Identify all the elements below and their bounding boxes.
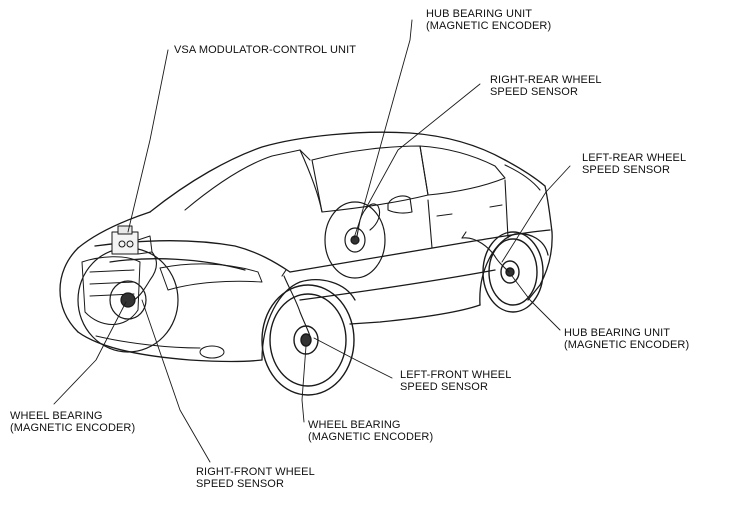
- label-hub-bearing-unit-top: HUB BEARING UNIT (MAGNETIC ENCODER): [426, 8, 551, 32]
- label-vsa-modulator-control-unit: VSA MODULATOR-CONTROL UNIT: [174, 44, 356, 56]
- car-windows: [184, 145, 541, 249]
- label-line: LEFT-FRONT WHEEL: [400, 369, 512, 381]
- label-line: VSA MODULATOR-CONTROL UNIT: [174, 44, 357, 56]
- vsa-modulator-unit: [111, 225, 153, 255]
- leader-left-rear-sensor: [501, 165, 571, 263]
- label-line: SPEED SENSOR: [582, 164, 671, 176]
- label-wheel-bearing-left-front: WHEEL BEARING (MAGNETIC ENCODER): [308, 419, 433, 443]
- wheel-right-rear: [324, 201, 386, 279]
- leader-hub-bearing-right: [511, 275, 561, 331]
- leader-lines: [53, 19, 571, 463]
- label-line: SPEED SENSOR: [400, 381, 489, 393]
- wheel-left-front: [261, 284, 355, 396]
- leader-left-front-sensor: [313, 337, 393, 379]
- label-line: HUB BEARING UNIT: [426, 8, 533, 20]
- label-line: RIGHT-FRONT WHEEL: [196, 466, 315, 478]
- label-line: SPEED SENSOR: [490, 86, 579, 98]
- label-line: (MAGNETIC ENCODER): [10, 422, 136, 434]
- label-line: (MAGNETIC ENCODER): [308, 431, 434, 443]
- label-line: LEFT-REAR WHEEL: [582, 152, 687, 164]
- sensor-wiring: [133, 203, 510, 337]
- label-line: (MAGNETIC ENCODER): [564, 339, 690, 351]
- label-line: (MAGNETIC ENCODER): [426, 20, 552, 32]
- label-line: WHEEL BEARING: [308, 419, 401, 431]
- label-wheel-bearing-right-front: WHEEL BEARING (MAGNETIC ENCODER): [10, 410, 135, 434]
- leader-right-rear-sensor: [364, 83, 481, 211]
- leader-vsa: [127, 49, 169, 233]
- label-line: SPEED SENSOR: [196, 478, 285, 490]
- car-front-details: [81, 256, 263, 359]
- leader-wheel-bearing-lf: [301, 345, 307, 423]
- wheel-right-front: [77, 247, 179, 353]
- label-line: RIGHT-REAR WHEEL: [490, 74, 602, 86]
- leader-wheel-bearing-rf: [53, 301, 127, 405]
- wheel-left-rear: [482, 231, 544, 313]
- label-right-front-wheel-speed-sensor: RIGHT-FRONT WHEEL SPEED SENSOR: [196, 466, 315, 490]
- label-left-rear-wheel-speed-sensor: LEFT-REAR WHEEL SPEED SENSOR: [582, 152, 686, 176]
- label-right-rear-wheel-speed-sensor: RIGHT-REAR WHEEL SPEED SENSOR: [490, 74, 602, 98]
- leader-hub-bearing-top: [353, 19, 413, 239]
- label-hub-bearing-unit-right: HUB BEARING UNIT (MAGNETIC ENCODER): [564, 327, 689, 351]
- label-line: HUB BEARING UNIT: [564, 327, 671, 339]
- leader-right-front-sensor: [141, 299, 211, 463]
- label-line: WHEEL BEARING: [10, 410, 103, 422]
- label-left-front-wheel-speed-sensor: LEFT-FRONT WHEEL SPEED SENSOR: [400, 369, 511, 393]
